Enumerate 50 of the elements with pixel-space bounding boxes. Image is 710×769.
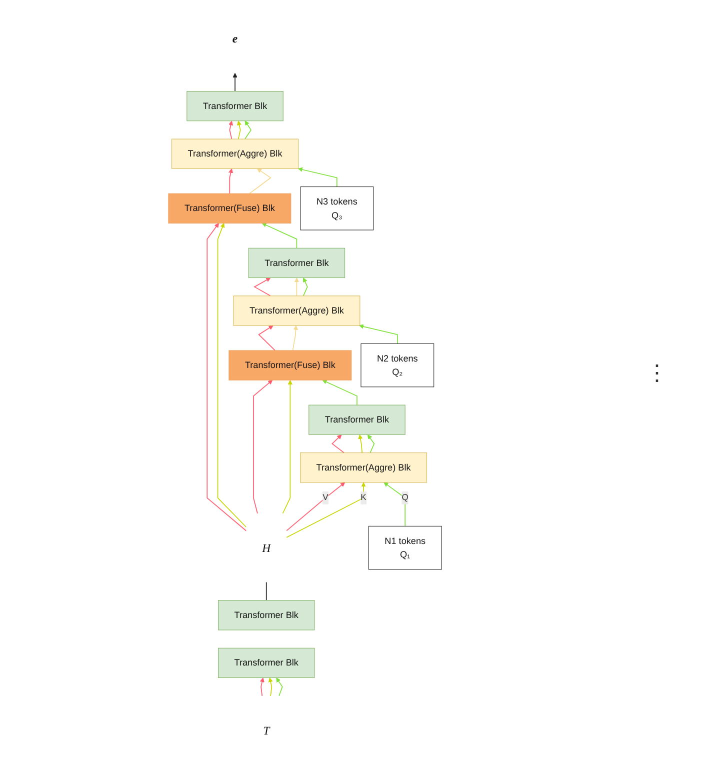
arrow [228,168,234,194]
arrow [384,482,406,527]
arrow [254,278,271,296]
arrow [249,168,272,194]
arrow [228,120,234,140]
arrow [260,678,264,696]
node-box [218,648,315,678]
node-text: e [232,32,238,46]
arrow [322,380,358,406]
edge-label: K [360,493,366,502]
node-box [172,138,299,169]
arrow [268,678,273,696]
arrow [286,482,366,538]
node-box [300,452,428,483]
arrow [332,434,345,454]
node-box [360,343,434,388]
arrow [286,482,346,532]
arrow [206,223,247,532]
node-box [228,350,352,380]
node-box [300,186,374,230]
arrow [244,120,252,140]
node-box [168,193,292,224]
node-box [248,248,346,278]
arrow [276,678,283,696]
arrow [232,72,238,92]
node-box [233,296,360,326]
node-box [308,404,406,435]
arrow [253,380,273,514]
arrow [292,325,298,351]
arrow [358,324,398,344]
edge-label: V [322,493,328,502]
arrow [217,223,247,528]
arrow [302,278,308,296]
arrow [262,222,298,249]
node-box [218,600,315,630]
arrow [282,380,292,514]
node-box [368,526,442,570]
arrow [358,434,363,454]
diagram: V K Q e Transformer Blk Transformer(Aggre) Blk Transformer(Fuse) Blk N3 tokens Q₃ Transformer Blk Transformer(Aggre) Blk Transformer(Fuse) Blk N2 tokens Q₂ Transformer Blk Transformer(Aggre) Blk H N1 tokens Q₁ Transformer Blk Transformer Blk T [0,0,610,769]
arrow [367,434,375,454]
node-text: T [263,724,270,737]
ellipsis-text: ⋮ [646,360,668,386]
arrow [298,167,338,188]
node-text: H [262,541,271,554]
arrow [258,325,276,351]
arrow [294,278,300,296]
node-box [186,90,284,122]
connector [266,582,267,601]
arrow [236,120,242,140]
edge-label: Q [402,493,408,502]
